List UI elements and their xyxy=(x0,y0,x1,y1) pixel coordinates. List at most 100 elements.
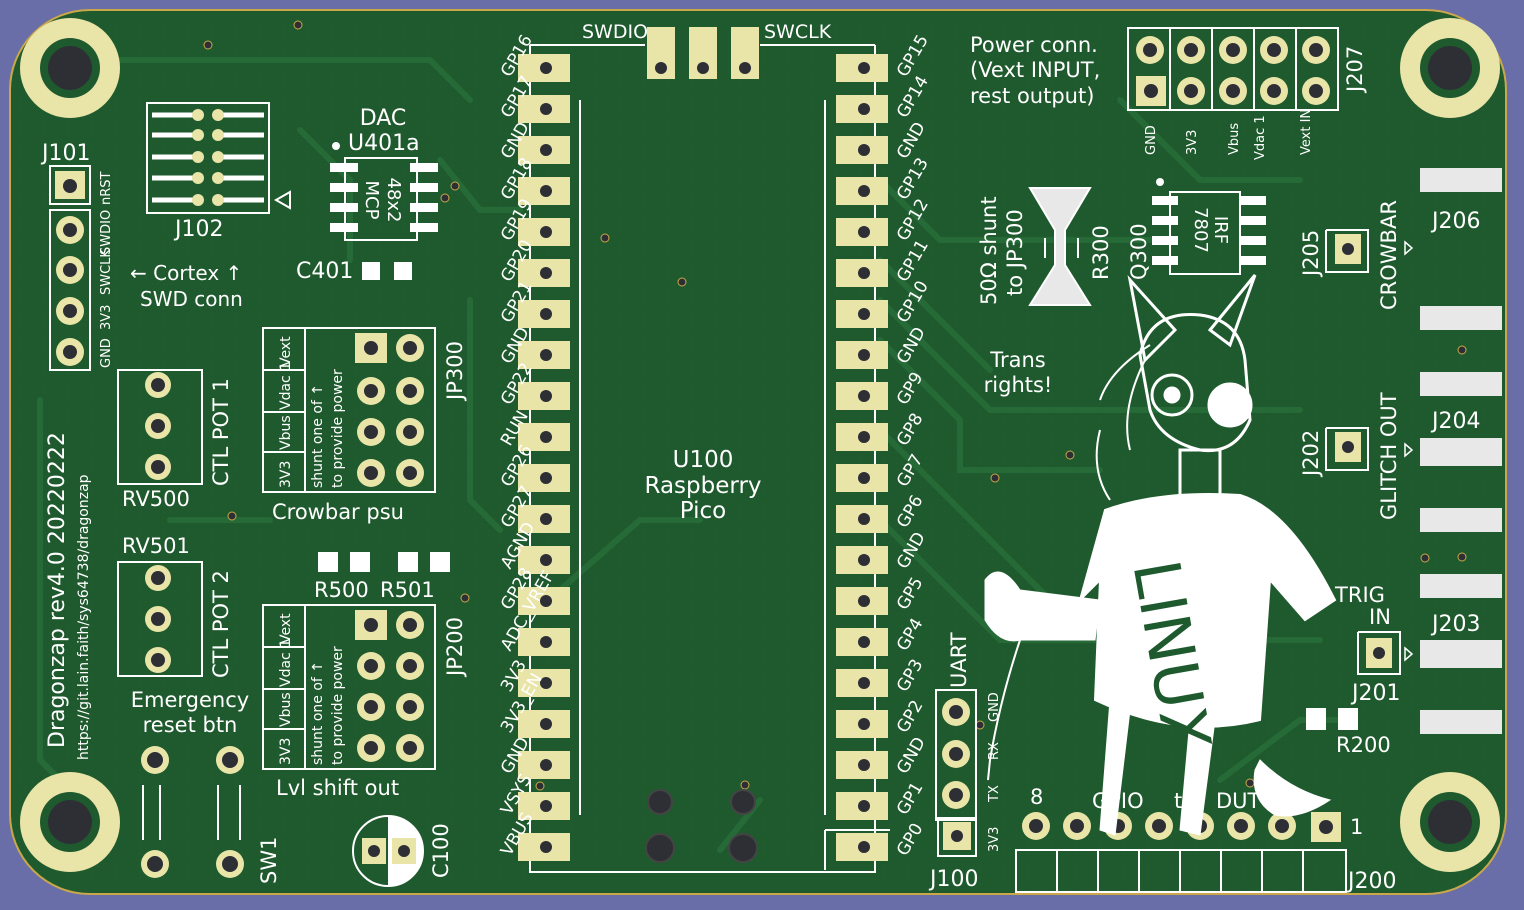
swclk-label: SWCLK xyxy=(764,21,832,43)
jp300-header xyxy=(262,327,436,493)
j202-ref: J202 xyxy=(1299,430,1323,478)
jp300-note-2: to provide power xyxy=(330,369,346,488)
dac-part-1: MCP xyxy=(361,181,382,220)
dac-ref: U401a xyxy=(348,131,420,156)
shunt-line-2: to JP300 xyxy=(1003,209,1027,296)
pico-left-pad-2-hole xyxy=(540,144,552,156)
j207-pin-3v3: 3V3 xyxy=(1185,130,1200,155)
pico-module xyxy=(529,44,890,873)
pico-left-pad-14-hole xyxy=(540,636,552,648)
sw1-label-1: Emergency xyxy=(131,688,249,712)
pico-name-2: Pico xyxy=(680,498,726,524)
pico-right-pad-4-hole xyxy=(858,226,870,238)
pico-left-pad-11-hole xyxy=(540,513,552,525)
jp200-header xyxy=(262,604,436,770)
dac-chip xyxy=(330,142,438,241)
j101-pin-nrst: nRST xyxy=(99,171,114,205)
j102-connector xyxy=(146,102,291,214)
j201-header xyxy=(1357,631,1414,675)
power-title-1: Power conn. xyxy=(970,33,1098,57)
pico-left-pad-19-hole xyxy=(540,841,552,853)
j202-header xyxy=(1325,427,1414,471)
crowbar-label: CROWBAR xyxy=(1377,200,1401,310)
c100-ref: C100 xyxy=(429,823,453,878)
catgirl-artwork xyxy=(984,274,1337,836)
trig-label-2: IN xyxy=(1369,605,1391,629)
pico-right-pad-10-hole xyxy=(858,472,870,484)
j205-ref: J205 xyxy=(1299,230,1323,278)
trans-line-2: rights! xyxy=(984,373,1053,397)
sw1-label-2: reset btn xyxy=(143,713,238,737)
pico-left-pad-15-hole xyxy=(540,677,552,689)
jp300-caption: Crowbar psu xyxy=(272,500,404,524)
board-title: Dragonzap rev4.0 20220222 xyxy=(45,432,70,748)
jp300-note-1: shunt one of ↑ xyxy=(310,384,326,488)
trig-label-1: TRIG xyxy=(1334,583,1385,607)
jp200-ref: JP200 xyxy=(443,617,467,678)
sw1-ref: SW1 xyxy=(257,837,281,884)
j101-pin-swdio: SWDIO xyxy=(99,210,114,255)
j101-pin-swclk: SWCLK xyxy=(99,249,114,295)
jp300-rail-3v3: 3V3 xyxy=(278,461,294,488)
uart-header xyxy=(935,689,977,857)
pico-left-pad-13-hole xyxy=(540,595,552,607)
j207-pin-vdac: Vdac 1 xyxy=(1253,115,1268,160)
pico-right-pad-19-hole xyxy=(858,841,870,853)
jp300-rail-vext: Vext xyxy=(278,336,294,367)
r200-resistor xyxy=(1306,708,1358,730)
q300-part-2: 7807 xyxy=(1190,207,1211,253)
jp200-note-1: shunt one of ↑ xyxy=(310,661,326,765)
pico-left-pad-6-hole xyxy=(540,308,552,320)
j101-pin-3v3: 3V3 xyxy=(99,305,114,330)
pico-right-pad-13-hole xyxy=(858,595,870,607)
pico-right-pad-16-hole xyxy=(858,718,870,730)
jp200-caption: Lvl shift out xyxy=(276,776,399,800)
r300-ref: R300 xyxy=(1089,225,1113,280)
c401-ref: C401 xyxy=(296,259,353,284)
pico-left-pad-7-hole xyxy=(540,349,552,361)
pico-left-pad-12-hole xyxy=(540,554,552,566)
r501-ref: R501 xyxy=(380,578,435,602)
pico-ref: U100 xyxy=(673,447,734,473)
q300-mosfet xyxy=(1152,178,1266,275)
j101-connector xyxy=(49,165,91,371)
j201-ref: J201 xyxy=(1350,681,1400,706)
r200-ref: R200 xyxy=(1336,733,1391,757)
pico-left-pad-5-hole xyxy=(540,267,552,279)
dac-label: DAC xyxy=(360,106,407,131)
sw1-button xyxy=(141,746,244,878)
pico-left-pad-1-hole xyxy=(540,103,552,115)
gpio-label-dut: DUT xyxy=(1216,789,1261,813)
pico-bottom-holes xyxy=(645,789,758,863)
pico-swd-pads xyxy=(647,27,759,79)
jp200-rail-vbus: Vbus xyxy=(278,692,294,727)
mounting-holes xyxy=(20,18,1500,872)
pico-right-pad-17-hole xyxy=(858,759,870,771)
rv501-ref: RV501 xyxy=(122,534,190,558)
jp200-rail-vdac: Vdac 1 xyxy=(278,639,294,687)
pico-left-pad-8-hole xyxy=(540,390,552,402)
swdio-label: SWDIO xyxy=(582,21,648,43)
j207-ref: J207 xyxy=(1343,46,1367,94)
j207-pin-gnd: GND xyxy=(1144,125,1159,155)
q300-part-1: IRF xyxy=(1210,216,1231,244)
pico-left-pad-17-hole xyxy=(540,759,552,771)
dac-part-2: 48x2 xyxy=(383,177,404,222)
pico-left-pad-18-hole xyxy=(540,800,552,812)
j207-pin-vext: Vext IN xyxy=(1299,109,1314,155)
j200-ref: J200 xyxy=(1346,869,1396,894)
pico-right-pad-3-hole xyxy=(858,185,870,197)
uart-label: UART xyxy=(947,632,971,688)
j102-ref: J102 xyxy=(173,217,223,242)
jp300-rail-vdac: Vdac 1 xyxy=(278,362,294,410)
pico-right-pad-12-hole xyxy=(858,554,870,566)
j206-ref: J206 xyxy=(1430,209,1480,234)
gpio-label-1: 1 xyxy=(1350,815,1363,839)
pico-right-pad-5-hole xyxy=(858,267,870,279)
j101-desc-2: SWD conn xyxy=(140,287,243,311)
j200-gpio-header xyxy=(1015,812,1347,893)
sma-edge-pads xyxy=(1420,168,1502,734)
q300-ref: Q300 xyxy=(1127,223,1151,280)
jp300-ref: JP300 xyxy=(443,341,467,402)
